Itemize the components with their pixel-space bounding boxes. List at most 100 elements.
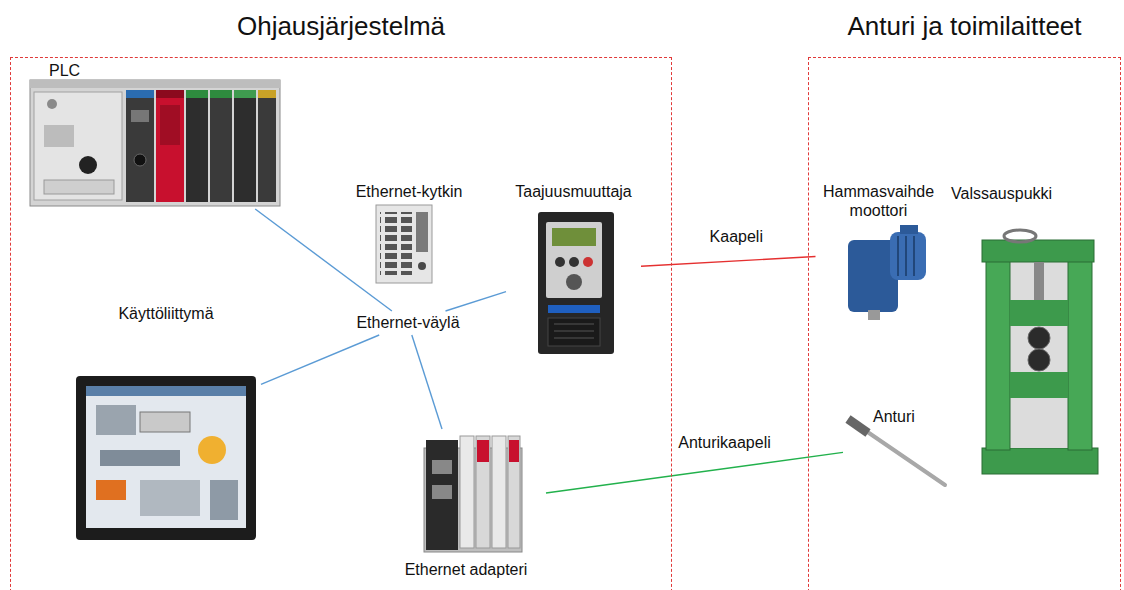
plc-rack-part [44, 125, 74, 147]
device-label: Valssauspukki [951, 184, 1052, 203]
io-adapter-picture-part [477, 440, 489, 462]
rolling-mill-stand-picture-part [1028, 327, 1050, 349]
cable-connector [546, 452, 843, 493]
bus-junction: Ethernet-väylä [349, 311, 467, 335]
device-node: Käyttöliittymä [71, 304, 261, 544]
system-region: OhjausjärjestelmäPLCEthernet-kytkinTaaju… [10, 57, 672, 590]
device-node: Valssauspukki [946, 184, 1111, 479]
plc-rack-part [234, 90, 256, 202]
device-label: Ethernet-väylä [356, 313, 459, 332]
rolling-mill-stand-picture [982, 230, 1098, 474]
plc-rack-part [210, 90, 232, 202]
field-region: Anturi ja toimilaitteetHammasvaihde moot… [808, 57, 1121, 590]
device-node: Taajuusmuuttaja [506, 182, 641, 358]
plc-rack-part [186, 90, 208, 98]
edge-label-holder: Anturikaapeli [678, 433, 771, 452]
sensor-probe-picture [848, 419, 945, 485]
frequency-drive-picture-part [583, 257, 593, 267]
ethernet-switch-picture-part [380, 212, 412, 275]
frequency-drive-picture-part [546, 222, 602, 298]
frequency-drive-picture-part [569, 257, 579, 267]
device-label: Anturi [873, 407, 915, 426]
gear-motor-picture-part [905, 236, 907, 276]
cable-connector [641, 257, 816, 267]
plc-rack-part [79, 156, 97, 174]
gear-motor-picture-part [890, 232, 926, 280]
hmi-panel-picture-part [96, 480, 126, 500]
region-title: Ohjausjärjestelmä [237, 11, 445, 42]
ethernet-switch-picture-part [376, 205, 432, 283]
hmi-panel-picture-part [86, 386, 246, 396]
io-adapter-picture-part [509, 440, 519, 462]
rolling-mill-stand-picture-part [1004, 230, 1036, 242]
device-label: Ethernet adapteri [405, 560, 528, 579]
hmi-panel-picture-part [198, 436, 226, 464]
region-title: Anturi ja toimilaitteet [847, 11, 1081, 42]
device-label: Käyttöliittymä [118, 304, 213, 323]
hmi-panel-picture-part [140, 480, 200, 516]
rolling-mill-stand-picture-part [986, 250, 1010, 450]
hmi-panel-picture-part [210, 480, 238, 520]
cable-connector [446, 292, 507, 311]
plc-rack-part [234, 90, 256, 98]
device-label: Taajuusmuuttaja [515, 182, 632, 201]
io-adapter-picture-part [426, 440, 458, 550]
rolling-mill-stand-picture-part [982, 448, 1098, 474]
plc-rack-part [156, 90, 184, 98]
frequency-drive-picture-part [554, 324, 594, 325]
ethernet-switch-picture-part [416, 212, 428, 252]
rolling-mill-stand-picture-part [1028, 349, 1050, 371]
hmi-panel-picture [76, 376, 256, 540]
frequency-drive-picture-part [566, 274, 582, 290]
gear-motor-picture-part [897, 236, 899, 276]
ethernet-switch-picture-part [418, 262, 426, 270]
rolling-mill-stand-picture-part [1034, 262, 1044, 300]
plc-rack-part [134, 154, 146, 166]
frequency-drive-picture-part [554, 338, 594, 339]
plc-rack-part [126, 90, 154, 202]
plc-rack-part [30, 80, 280, 88]
frequency-drive-picture [538, 212, 614, 354]
frequency-drive-picture-part [538, 212, 614, 354]
io-adapter-picture-part [508, 436, 520, 548]
plc-rack-part [30, 80, 280, 206]
hmi-panel-picture-part [86, 386, 246, 528]
sensor-probe-picture-part [848, 419, 868, 433]
device-label: PLC [49, 61, 80, 80]
frequency-drive-picture-part [548, 318, 600, 346]
plc-rack-part [156, 90, 184, 202]
frequency-drive-picture-part [555, 257, 565, 267]
plc-rack-part [258, 90, 276, 202]
plc-rack [30, 80, 280, 206]
gear-motor-picture-part [913, 236, 915, 276]
edge-label-holder: Kaapeli [710, 227, 763, 246]
plc-rack-part [160, 105, 180, 145]
plc-rack-part [210, 90, 232, 98]
rolling-mill-stand-picture-part [1010, 262, 1068, 448]
hmi-panel-picture-part [140, 412, 190, 432]
io-adapter-picture-part [476, 436, 490, 548]
plc-rack-part [44, 180, 114, 194]
hmi-panel-picture-part [96, 405, 136, 435]
gear-motor-picture [848, 225, 926, 320]
plc-rack-part [126, 90, 154, 98]
gear-motor-picture-part [868, 310, 880, 320]
hmi-panel-picture-part [100, 450, 180, 466]
io-adapter-picture-part [492, 436, 506, 548]
cable-connector [261, 335, 379, 384]
plc-rack-part [258, 90, 276, 98]
plc-rack-part [34, 92, 122, 200]
io-adapter-picture-part [432, 485, 452, 499]
plc-rack-part [186, 90, 208, 202]
device-node: PLC [26, 61, 286, 209]
io-adapter-picture [424, 436, 522, 552]
plc-rack-part [131, 110, 149, 122]
device-label: Ethernet-kytkin [356, 182, 463, 201]
device-node: Anturi [843, 399, 951, 491]
rolling-mill-stand-picture-part [1010, 372, 1068, 398]
device-node: Hammasvaihde moottori [816, 182, 942, 324]
device-label: Hammasvaihde moottori [820, 182, 938, 220]
rolling-mill-stand-picture-part [982, 240, 1094, 262]
